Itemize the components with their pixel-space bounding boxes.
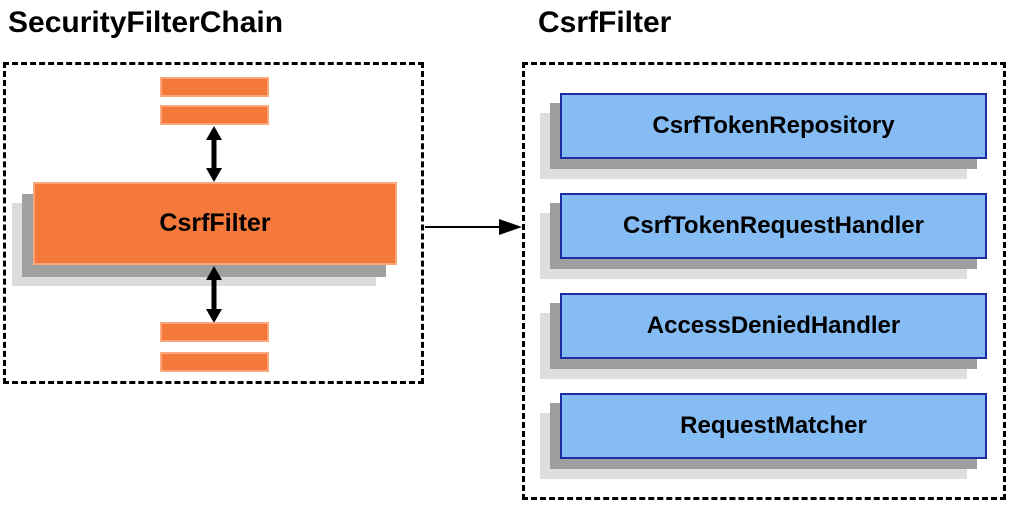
filter-bar [160,322,269,342]
component-node-csrf-token-request-handler: CsrfTokenRequestHandler [560,193,987,259]
bidirectional-arrow-icon [200,126,228,182]
filter-bar [160,352,269,372]
csrf-filter-node: CsrfFilter [33,182,397,265]
component-node-request-matcher: RequestMatcher [560,393,987,459]
component-node-label: CsrfTokenRequestHandler [623,212,924,239]
component-node-label: AccessDeniedHandler [646,312,901,339]
flow-arrow-icon [425,217,522,237]
left-panel-title: SecurityFilterChain [8,6,284,39]
component-node-access-denied-handler: AccessDeniedHandler [560,293,987,359]
bidirectional-arrow-icon [200,266,228,323]
right-panel-title: CsrfFilter [538,6,672,39]
filter-bar [160,77,269,97]
component-node-label: CsrfTokenRepository [652,112,895,139]
filter-bar [160,105,269,125]
component-node-csrf-token-repository: CsrfTokenRepository [560,93,987,159]
security-filter-chain-container [3,62,424,384]
csrf-filter-node-label: CsrfFilter [159,209,271,237]
csrf-filter-container [522,62,1006,500]
component-node-label: RequestMatcher [680,412,867,439]
